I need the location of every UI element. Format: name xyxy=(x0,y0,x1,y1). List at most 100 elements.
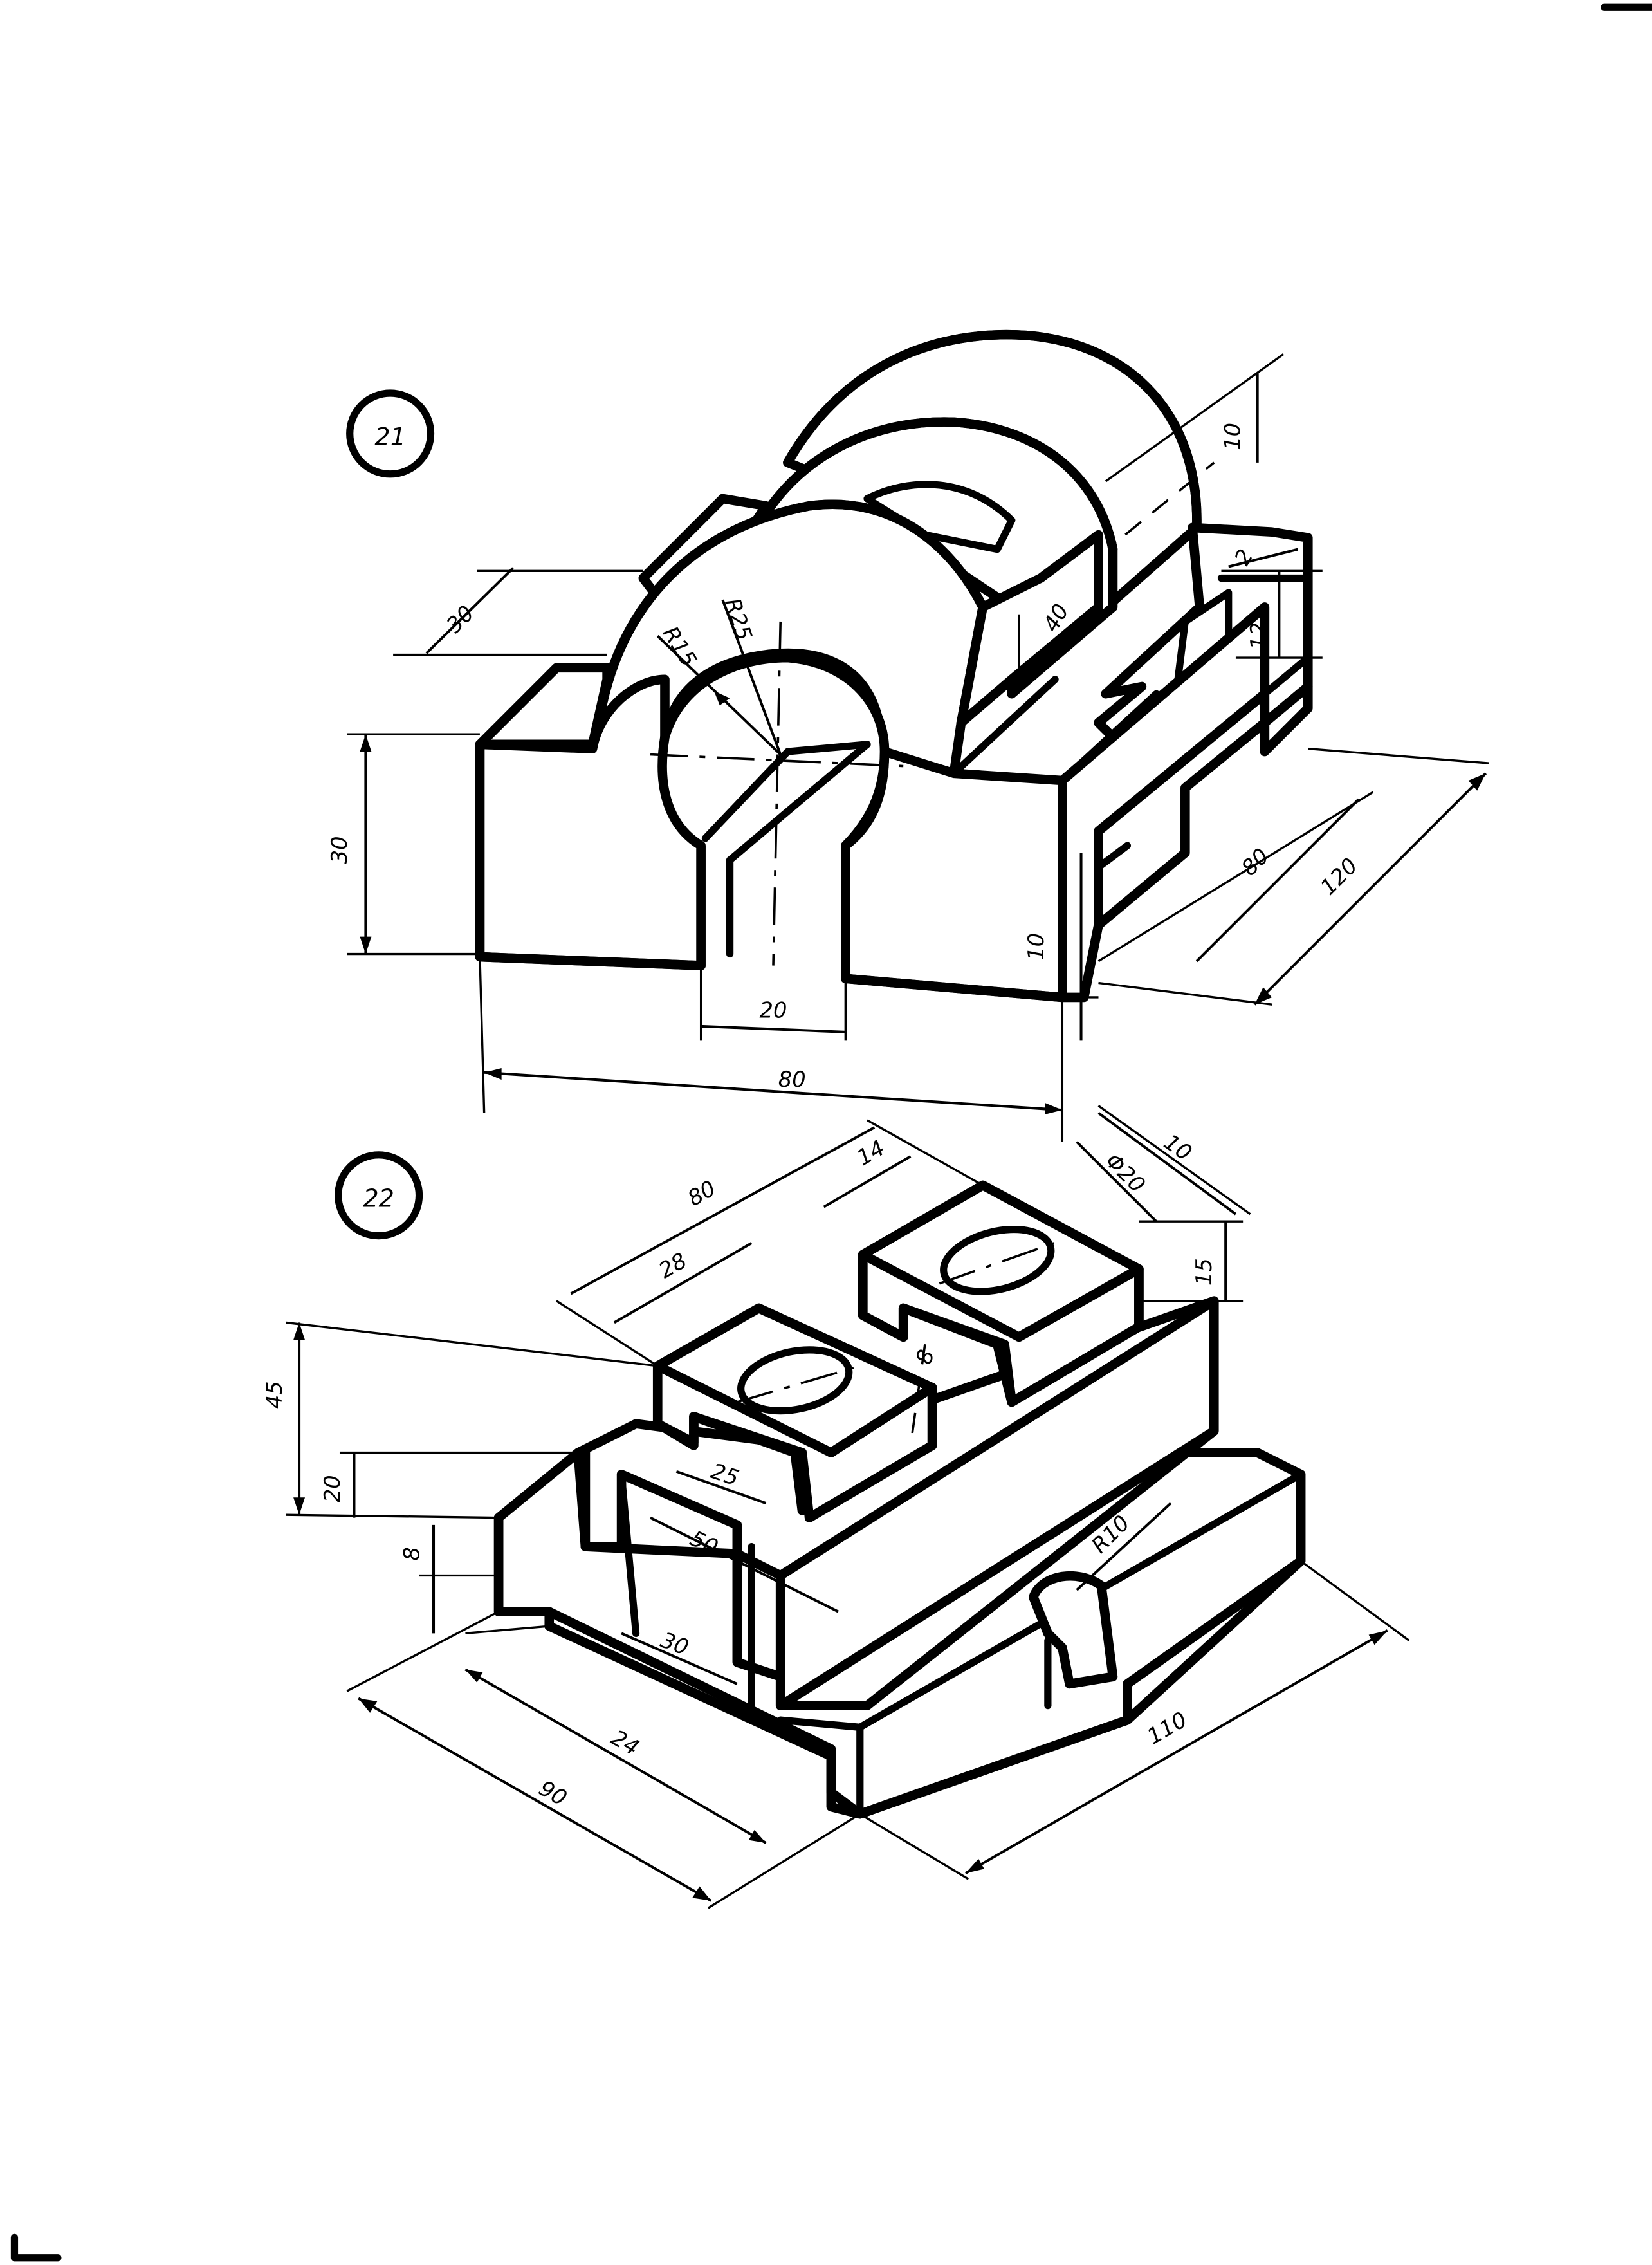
right-end-step xyxy=(1261,654,1312,698)
dim-80-top-label: 80 xyxy=(683,1176,720,1211)
right-clamp-hole xyxy=(940,1225,1055,1295)
dim-110-line xyxy=(964,1629,1388,1874)
front-boss-side xyxy=(956,530,1103,728)
dim-90-label: 90 xyxy=(535,1775,571,1811)
dim-80-depth-line xyxy=(1195,798,1360,963)
dim-90-arrow-left xyxy=(358,1698,378,1713)
dim-120-ext-bottom xyxy=(1098,981,1272,1006)
keyhole-center-horizontal xyxy=(650,753,904,768)
body-top-ridge xyxy=(950,676,1059,777)
left-clamp-hole-centerline xyxy=(737,1365,861,1403)
dim-120-arrow-top xyxy=(1468,773,1486,791)
dim-80-width-line xyxy=(484,1071,1063,1112)
figure-22-number-circle xyxy=(335,1151,423,1240)
dim-80-top-ext-left xyxy=(556,1300,659,1367)
dim-30-left-arrow-bottom xyxy=(360,936,372,954)
dim-80-width-label: 80 xyxy=(778,1067,806,1092)
dim-28-label: 28 xyxy=(654,1248,691,1283)
keyhole-outline xyxy=(657,652,890,984)
figure-22-number: 22 xyxy=(335,1151,423,1240)
dim-30-left-label: 30 xyxy=(327,836,352,864)
figure-21-number-circle xyxy=(346,389,435,478)
dim-80-width-arrow-right xyxy=(1045,1102,1063,1114)
dim-phi20-label: Φ20 xyxy=(1101,1148,1150,1197)
dim-phi20-leader xyxy=(1076,1141,1157,1223)
right-clamp-slot-hidden xyxy=(909,1344,926,1446)
dim-24-ext-left xyxy=(465,1625,549,1635)
dim-14-label: 14 xyxy=(852,1135,889,1170)
dim-50-line xyxy=(650,1516,840,1613)
inner-window xyxy=(863,481,1016,553)
dim-24-arrow-left xyxy=(465,1669,483,1683)
right-clamp-block xyxy=(858,1180,1144,1446)
dim-14-line xyxy=(823,1155,912,1208)
left-clamp-block xyxy=(652,1303,937,1522)
dim-15-label: 15 xyxy=(1191,1258,1216,1286)
dim-110-arrow-left xyxy=(965,1858,985,1874)
right-clamp-right-side xyxy=(1007,1264,1144,1407)
dim-2-line xyxy=(1228,548,1299,568)
dim-28-line xyxy=(613,1242,753,1324)
dim-110-arrow-right xyxy=(1368,1630,1388,1645)
dim-120-ext-top xyxy=(1308,747,1489,764)
dim-80-top-ext-right xyxy=(867,1119,984,1187)
figure-21-number: 21 xyxy=(346,389,435,478)
middle-ring-outline xyxy=(761,417,1118,554)
middle-block-groove-line xyxy=(618,1470,640,1637)
dim-80-top-line xyxy=(570,1126,876,1295)
dim-30-left-arrow-top xyxy=(360,734,372,752)
dim-90-line xyxy=(358,1697,712,1902)
dim-110-label: 110 xyxy=(1143,1707,1191,1750)
dim-45-arrow-bottom xyxy=(293,1497,306,1515)
figure-22: 22 xyxy=(262,1105,1410,1909)
dim-45-ext-bottom xyxy=(286,1513,499,1519)
right-clamp-hole-centerline xyxy=(939,1239,1063,1285)
dim-110-ext-right xyxy=(1300,1560,1410,1641)
r10-cutout xyxy=(1029,1571,1118,1689)
dim-r10-leader xyxy=(1076,1502,1172,1591)
dim-20-label: 20 xyxy=(760,997,787,1022)
dim-45-arrow-top xyxy=(293,1322,306,1340)
main-body xyxy=(475,602,1313,1003)
body-foot-right xyxy=(1094,681,1313,930)
dim-10-label: 10 xyxy=(1159,1129,1196,1166)
dim-10-ext xyxy=(1097,1105,1251,1216)
dim-30-top-line xyxy=(425,567,515,654)
dim-20-line xyxy=(701,1024,846,1033)
dim-90-ext-right xyxy=(708,1813,861,1909)
base-plate-front-edge xyxy=(493,1469,1306,1819)
dim-25-line xyxy=(675,1470,767,1505)
dim-120-label: 120 xyxy=(1316,853,1363,900)
dim-90-ext-left xyxy=(346,1611,499,1692)
corner-marks xyxy=(10,3,1652,2262)
dim-80-depth-label: 80 xyxy=(1236,844,1274,881)
dim-10-top-ext xyxy=(1105,353,1285,483)
keyhole-slot-edge xyxy=(726,741,871,864)
corner-mark-bottom-left xyxy=(10,2233,62,2262)
dim-10-right-label: 10 xyxy=(1023,933,1049,961)
base-plate-top-edge xyxy=(776,1716,864,1731)
dim-24-arrow-right xyxy=(748,1829,766,1844)
dim-24-line xyxy=(464,1668,767,1844)
left-clamp-front xyxy=(652,1361,807,1515)
left-lug-top xyxy=(475,663,612,750)
dim-10-top-label: 10 xyxy=(1220,423,1245,450)
keyhole-slot xyxy=(650,621,904,984)
dim-r25-leader xyxy=(721,599,782,755)
dim-45-label: 45 xyxy=(262,1381,287,1409)
dim-120-arrow-bottom xyxy=(1254,987,1272,1005)
dim-20-label: 20 xyxy=(320,1475,345,1502)
rear-boss-outline xyxy=(783,329,1202,533)
dim-120-line xyxy=(1253,772,1487,1006)
front-boss xyxy=(591,499,1103,779)
dim-80-width-arrow-left xyxy=(484,1068,502,1080)
body-top-ridge-2 xyxy=(1058,690,1160,784)
body-foot-step xyxy=(1094,842,1132,871)
dim-80-depth-ext xyxy=(1097,791,1374,963)
figure-21-number-label: 21 xyxy=(374,423,406,452)
dim-8-slot-label: 8 xyxy=(911,1347,939,1367)
dim-90-arrow-right xyxy=(692,1886,711,1901)
dim-12-label: 12 xyxy=(1246,622,1271,650)
middle-block-front xyxy=(775,1296,1219,1710)
